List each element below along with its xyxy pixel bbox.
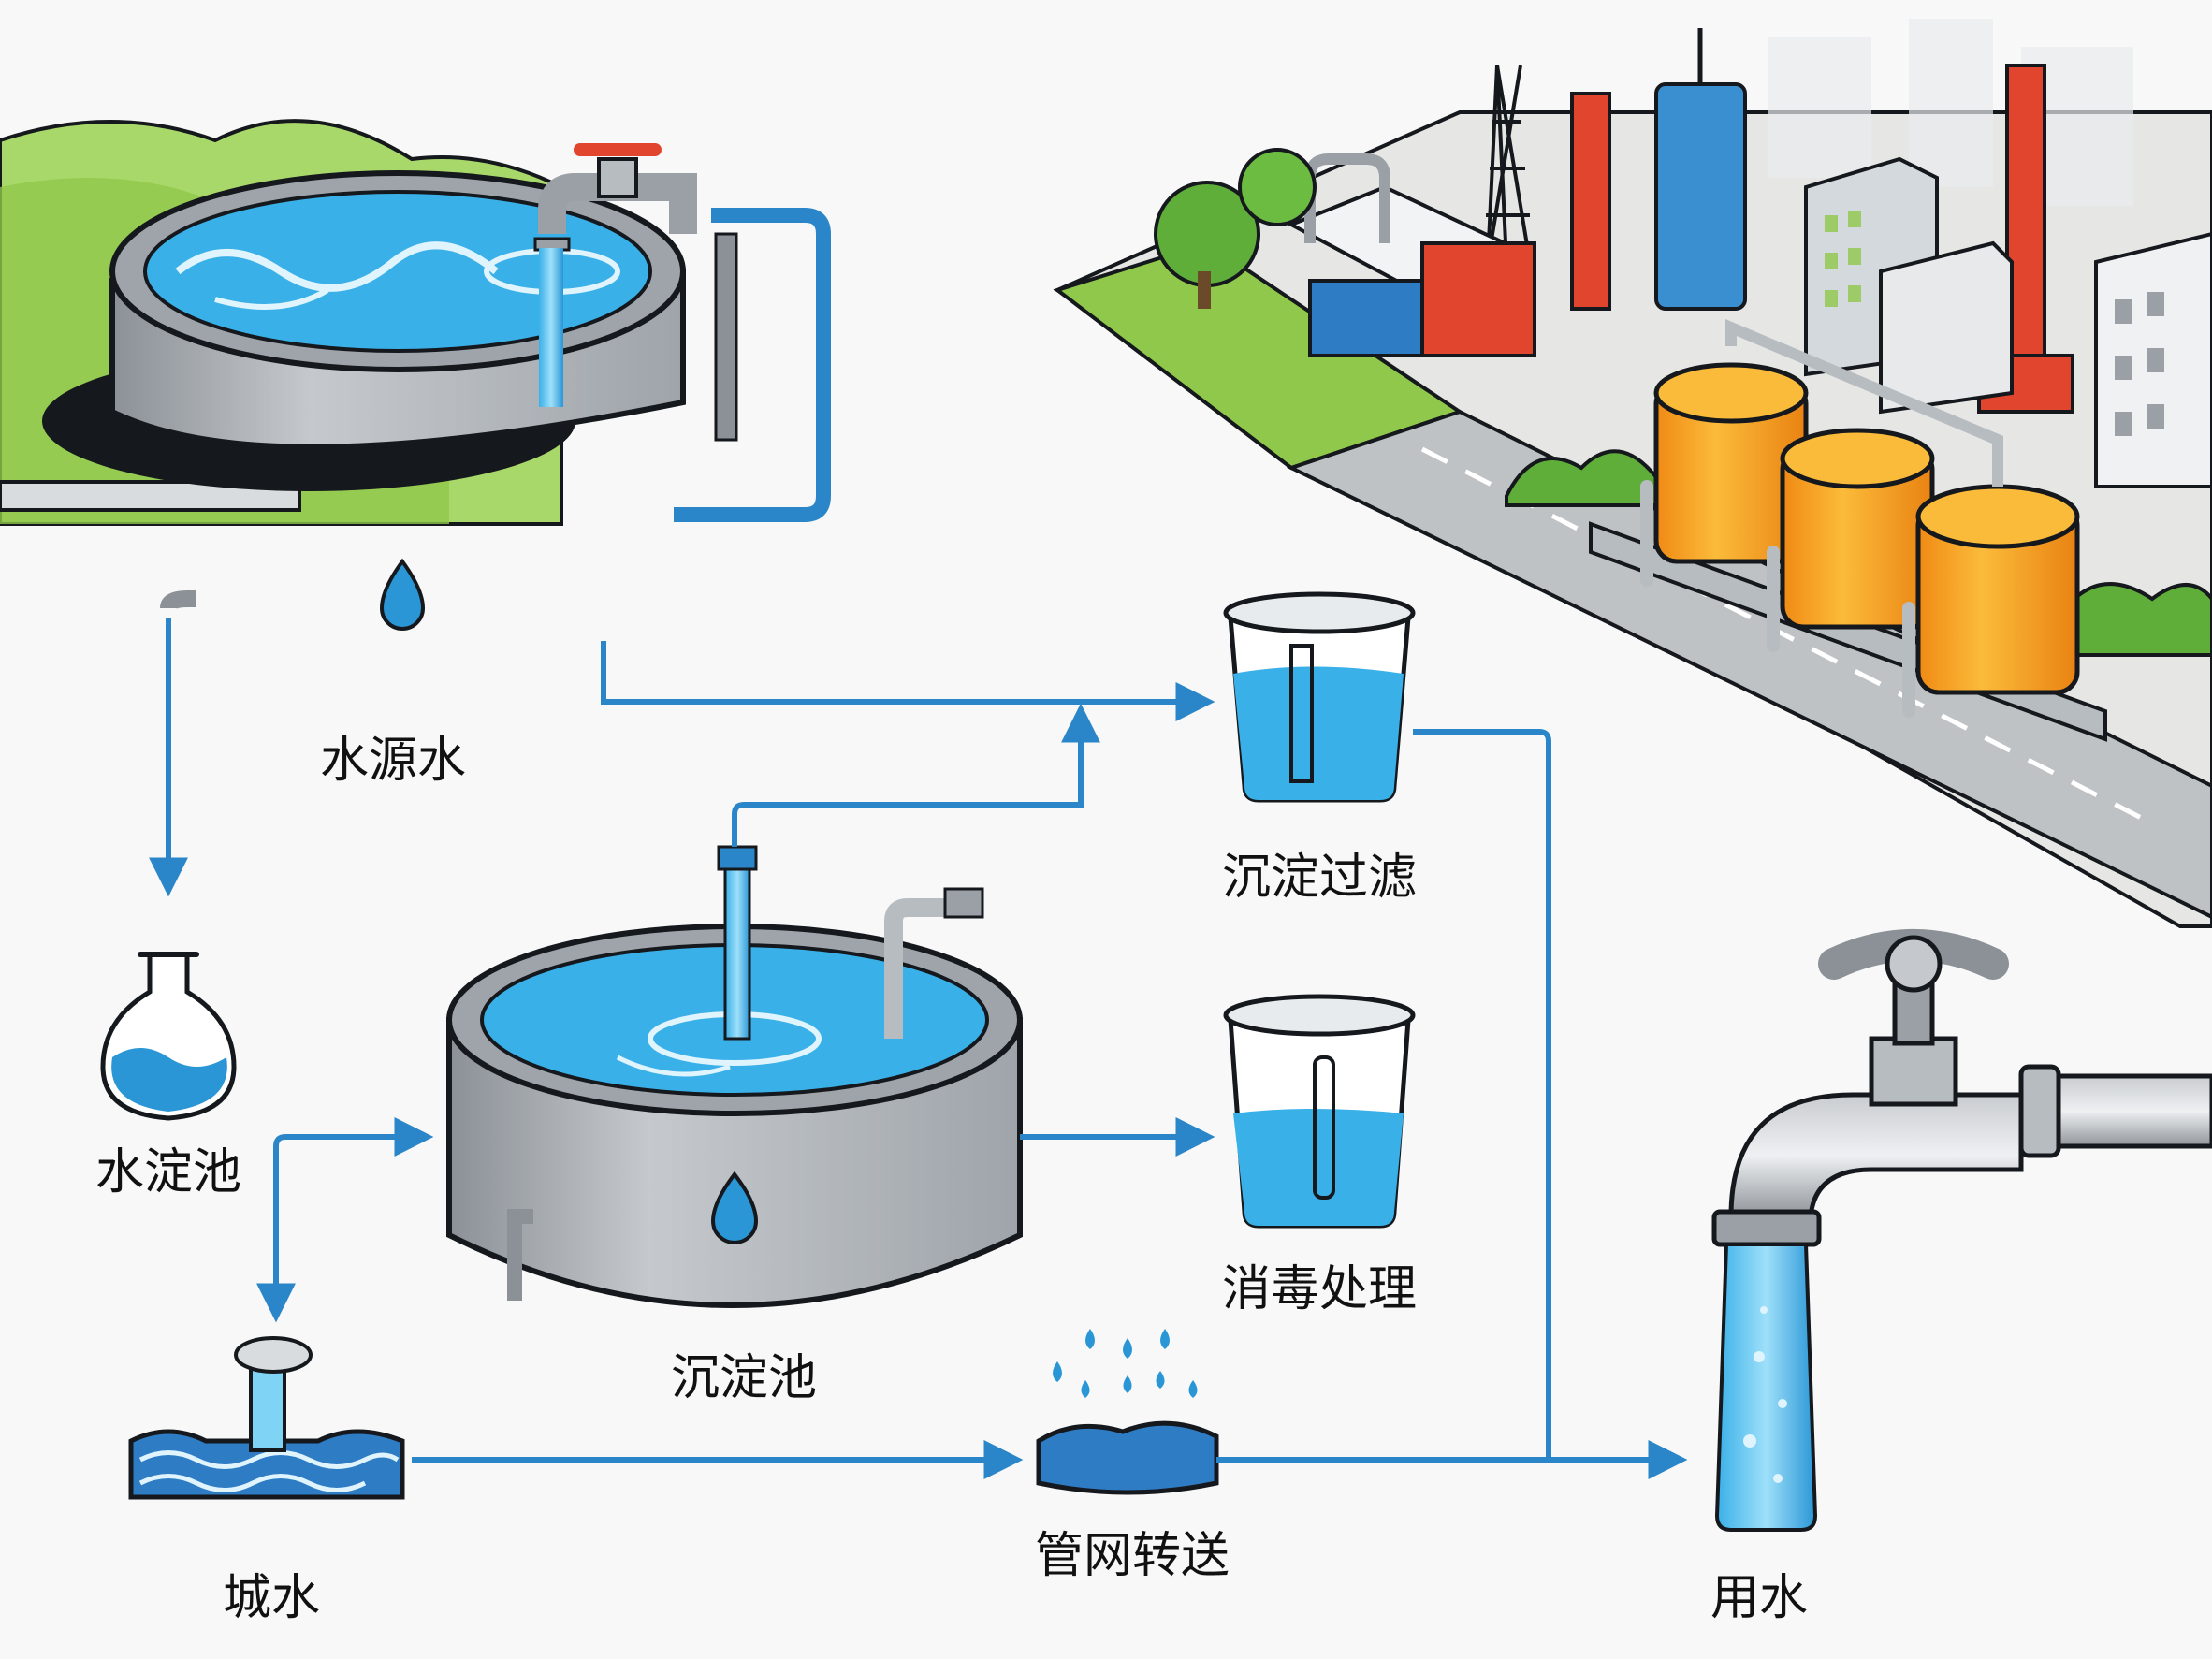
label-city-water: 城水: [222, 1570, 321, 1626]
label-disinfection: 消毒处理: [1221, 1261, 1418, 1317]
pump-icon: [128, 1336, 405, 1500]
faucet-icon: [533, 143, 697, 252]
water-drop-icon: [379, 558, 426, 631]
storage-tanks: [1589, 318, 2107, 742]
arrow-tank-up-to-filter: [732, 703, 1100, 847]
source-water-tank: [42, 143, 831, 631]
label-sedimentation-tank: 沉淀池: [670, 1350, 818, 1406]
sedimentation-tank: [446, 845, 1023, 1308]
puddle-icon: [1036, 1329, 1219, 1495]
arrow-pump-to-tank: [273, 1117, 434, 1287]
label-sediment-filter: 沉淀过滤: [1221, 850, 1418, 906]
faucet-icon: [1711, 929, 2212, 1532]
label-source-water: 水源水: [319, 733, 467, 789]
label-pipe-transfer: 管网转送: [1034, 1528, 1230, 1584]
label-sedimentation-flask: 水淀池: [95, 1144, 242, 1201]
flask-icon: [100, 952, 237, 1121]
flow-arrows: [149, 618, 1688, 1479]
arrow-filter-to-use: [1413, 729, 1551, 1460]
beaker-icon: [1223, 994, 1416, 1229]
arrow-source-to-filter: [601, 641, 1215, 721]
beaker-icon: [1223, 591, 1416, 803]
water-drop-icon: [710, 1171, 759, 1244]
label-water-use: 用水: [1710, 1570, 1809, 1626]
city-industrial-area: [1053, 19, 2212, 928]
